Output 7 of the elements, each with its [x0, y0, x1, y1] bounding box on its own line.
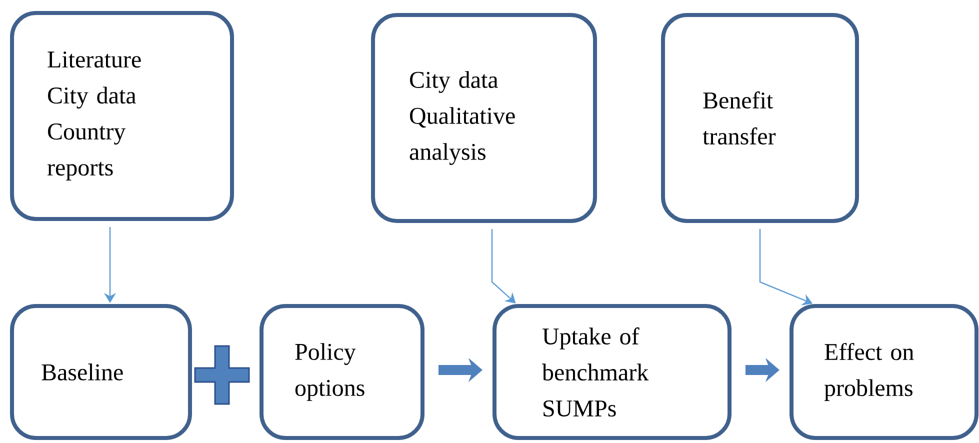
process-box: Uptake of benchmark SUMPs	[492, 304, 732, 440]
process-box: City data Qualitative analysis	[371, 13, 597, 223]
process-box: Literature City data Country reports	[10, 11, 234, 221]
process-box: Policy options	[260, 304, 424, 440]
process-box: Benefit transfer	[661, 13, 859, 223]
process-box: Baseline	[10, 304, 192, 440]
process-box: Effect on problems	[790, 304, 978, 440]
